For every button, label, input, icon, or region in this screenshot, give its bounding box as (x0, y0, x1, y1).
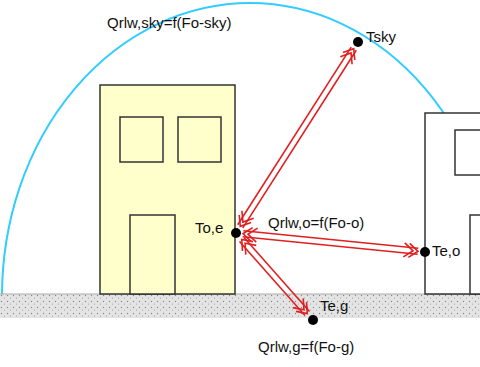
temperature-point: Te,o (420, 247, 430, 257)
arrow-stroke (242, 211, 254, 222)
point-label: Te,o (432, 242, 460, 260)
temperature-point: To,e (231, 228, 241, 238)
temperature-point: Te,g (308, 315, 318, 325)
arrow-stroke (293, 298, 304, 309)
temperature-point: Tsky (353, 37, 363, 47)
arrow-stroke (248, 228, 258, 242)
point-label: Te,g (320, 297, 348, 315)
radiation-exchange-arrow (240, 238, 310, 316)
arrow-stroke (245, 243, 256, 254)
arrow-stroke (244, 238, 309, 312)
point-label: To,e (195, 219, 223, 237)
arrow-stroke (403, 243, 413, 257)
flux-label: Qrlw,sky=f(Fo-sky) (107, 14, 232, 32)
ground (0, 294, 480, 318)
right-building (425, 113, 480, 294)
sky-dome (2, 3, 480, 296)
arrow-stroke (240, 241, 305, 315)
arrow-stroke (243, 237, 418, 255)
left-building (100, 85, 235, 294)
flux-label: Qrlw,g=f(Fo-g) (258, 338, 354, 356)
radiation-exchange-arrow (243, 228, 419, 258)
radiation-exchange-arrow (238, 47, 357, 228)
flux-label: Qrlw,o=f(Fo-o) (268, 214, 364, 232)
point-label: Tsky (366, 28, 396, 46)
arrow-stroke (340, 53, 352, 64)
arrow-stroke (243, 50, 356, 228)
ground-line (0, 294, 480, 295)
arrow-stroke (238, 47, 351, 225)
